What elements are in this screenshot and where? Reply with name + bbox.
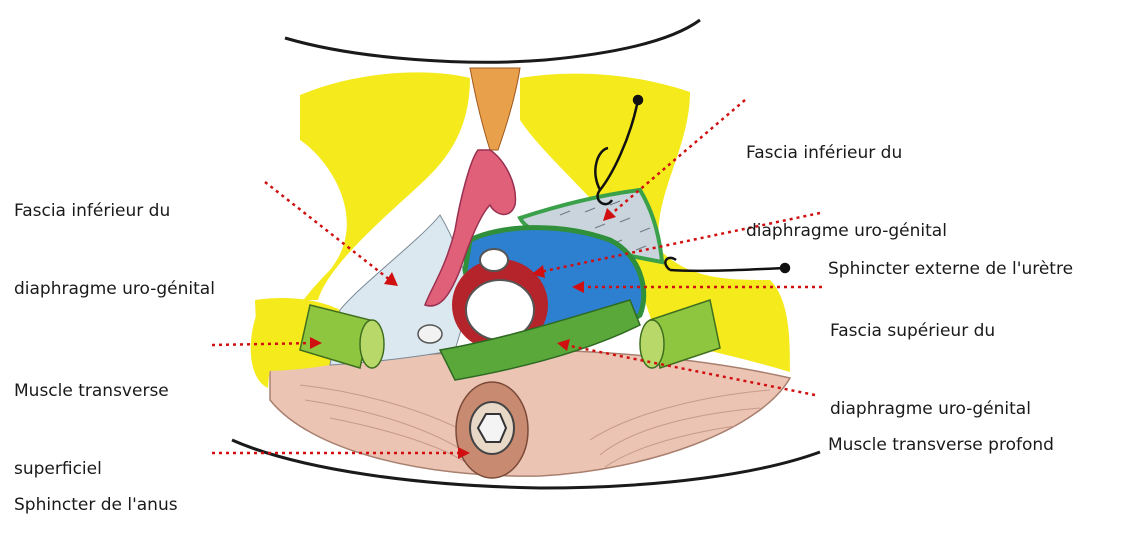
label-line: Fascia inférieur du (746, 140, 947, 166)
bartholin-gland (418, 325, 442, 343)
pubic-tissue (470, 68, 520, 150)
label-line: diaphragme uro-génital (14, 276, 215, 302)
label-line: Muscle transverse profond (828, 432, 1054, 458)
label-line: Fascia inférieur du (14, 198, 215, 224)
label-muscle-transverse-profond: Muscle transverse profond (828, 380, 1054, 484)
perineum-skin (270, 350, 790, 476)
label-sphincter-anus: Sphincter de l'anus (14, 440, 178, 544)
label-line: Muscle transverse (14, 378, 169, 404)
label-line: Fascia supérieur du (830, 318, 1031, 344)
label-fascia-inferieur-left: Fascia inférieur du diaphragme uro-génit… (14, 146, 215, 328)
urethral-orifice (480, 249, 508, 271)
label-line: Sphincter de l'anus (14, 492, 178, 518)
